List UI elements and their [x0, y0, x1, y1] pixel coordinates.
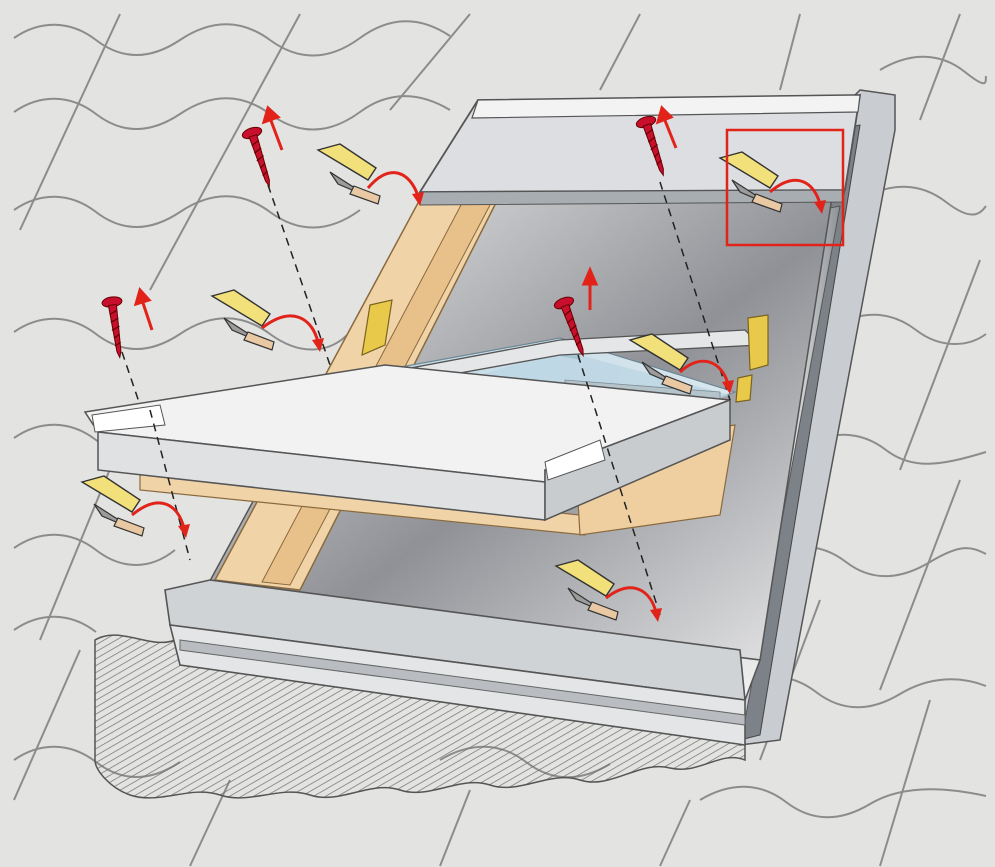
curved-arrow-icon	[366, 171, 420, 197]
curved-arrow-icon	[605, 586, 658, 613]
bottom-flashing	[164, 579, 746, 746]
window-sash	[83, 314, 769, 536]
flashing-clip-icon	[80, 475, 145, 537]
arrow-up-icon	[133, 286, 154, 331]
curved-arrow-icon	[769, 178, 822, 205]
screw-icon	[101, 296, 123, 360]
detail-highlight-box	[725, 128, 845, 247]
screw-icon	[553, 296, 584, 358]
flashing-clip-icon	[628, 333, 693, 395]
flashing-clip-icon	[718, 151, 783, 213]
flashing-clip-icon	[554, 559, 619, 621]
guide-lines	[121, 181, 731, 616]
hinge-bracket	[361, 299, 393, 356]
curved-arrow-icon	[261, 314, 320, 343]
roof-tiles	[13, 13, 987, 867]
flashing-clip-icon	[210, 289, 275, 351]
curved-arrow-icon	[131, 501, 186, 529]
screw-icon	[635, 115, 664, 177]
arrow-up-icon	[655, 105, 678, 149]
curved-arrow-icon	[678, 359, 730, 385]
top-flashing	[418, 94, 862, 206]
arrow-up-icon	[261, 105, 284, 151]
screw-icon	[241, 126, 270, 188]
arrow-up-icon	[581, 266, 599, 310]
flashing-clip-icon	[316, 143, 381, 205]
